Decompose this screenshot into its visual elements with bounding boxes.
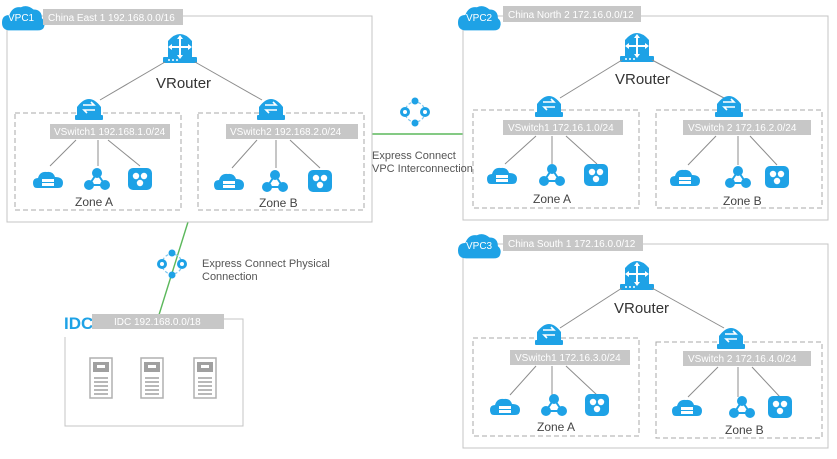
vpc2-vswitch-a-label: VSwitch1 172.16.1.0/24 — [508, 123, 614, 134]
vpc1-zone-b-service-icon — [308, 170, 332, 192]
vpc2-vswitch-b-label: VSwitch 2 172.16.2.0/24 — [688, 123, 797, 134]
idc-group: IDC IDC 192.168.0.0/18 — [63, 310, 244, 427]
vpc2-router-label: VRouter — [615, 71, 670, 88]
vpc3-badge: VPC3 — [458, 234, 501, 259]
vpc3-router-label: VRouter — [614, 300, 669, 317]
vpc2-zone-b-service-icon — [765, 166, 789, 188]
vpc-interconnect-label-line2: VPC Interconnection — [372, 163, 473, 175]
vpc1-zone-a-service-icon — [128, 168, 152, 190]
vpc1-zone-b-label: Zone B — [259, 196, 298, 210]
physical-connection-express-connect-icon — [156, 248, 188, 280]
vpc3-group: VPC3 China South 1 172.16.0.0/12 VRouter… — [458, 234, 829, 449]
vpc-interconnect-express-connect-icon — [399, 96, 431, 128]
vpc3-zone-b-service-icon — [768, 396, 792, 418]
vpc1-zone-a-label: Zone A — [75, 195, 113, 209]
idc-label: IDC 192.168.0.0/18 — [114, 317, 201, 328]
vpc3-zone-a-service-icon — [585, 394, 609, 416]
vpc3-badge-label: VPC3 — [466, 241, 493, 252]
vpc3-zone-a-label: Zone A — [537, 420, 575, 434]
idc-server-1-icon — [89, 357, 113, 399]
vpc-interconnect-label-line1: Express Connect — [372, 150, 456, 162]
vpc2-badge: VPC2 — [458, 6, 501, 31]
physical-connection-label-line1: Express Connect Physical — [202, 258, 330, 270]
vpc1-badge-label: VPC1 — [8, 13, 35, 24]
vpc1-region-label: China East 1 192.168.0.0/16 — [48, 13, 175, 24]
idc-logo: IDC — [63, 310, 93, 337]
vpc1-router-label: VRouter — [156, 75, 211, 92]
idc-server-2-icon — [140, 357, 164, 399]
vpc2-region-label: China North 2 172.16.0.0/12 — [508, 10, 634, 21]
vpc2-zone-b-label: Zone B — [723, 194, 762, 208]
idc-logo-text: IDC — [64, 314, 93, 333]
vpc3-region-label: China South 1 172.16.0.0/12 — [508, 239, 636, 250]
vpc2-zone-a-label: Zone A — [533, 192, 571, 206]
physical-connection-label-line2: Connection — [202, 271, 258, 283]
idc-server-3-icon — [193, 357, 217, 399]
physical-connection-link — [157, 221, 189, 319]
vpc3-vswitch-b-label: VSwitch 2 172.16.4.0/24 — [688, 354, 797, 365]
vpc2-badge-label: VPC2 — [466, 13, 493, 24]
vpc1-vswitch-b-label: VSwitch2 192.168.2.0/24 — [230, 127, 342, 138]
vpc3-zone-b-label: Zone B — [725, 423, 764, 437]
vpc1-badge: VPC1 — [2, 6, 45, 31]
vpc1-group: VPC1 China East 1 192.168.0.0/16 VRouter… — [2, 6, 373, 223]
vpc1-vswitch-a-label: VSwitch1 192.168.1.0/24 — [54, 127, 166, 138]
vpc3-vswitch-a-label: VSwitch1 172.16.3.0/24 — [515, 353, 621, 364]
vpc2-zone-a-service-icon — [584, 164, 608, 186]
vpc2-group: VPC2 China North 2 172.16.0.0/12 VRouter… — [458, 6, 829, 221]
